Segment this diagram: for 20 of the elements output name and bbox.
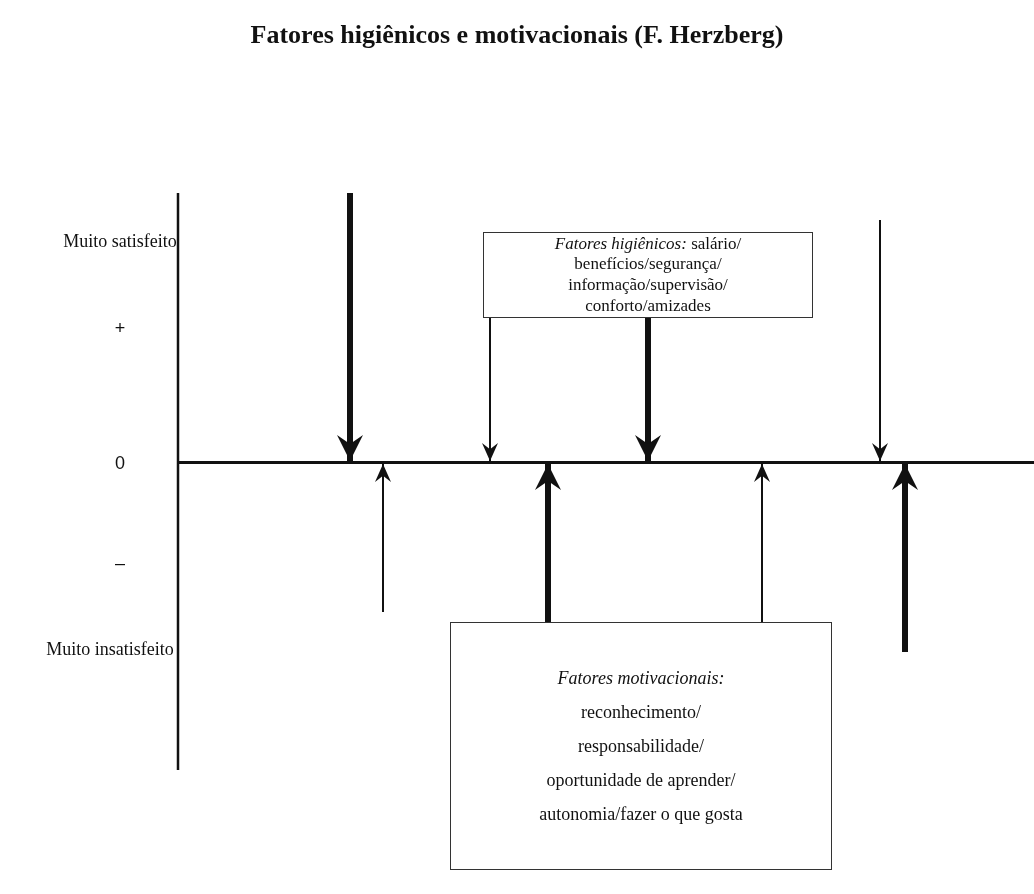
arrow bbox=[635, 318, 661, 461]
arrow bbox=[754, 463, 770, 623]
arrow bbox=[482, 317, 498, 462]
box-heading: Fatores motivacionais: bbox=[557, 666, 725, 690]
scale-sign: + bbox=[113, 317, 127, 340]
zero-line bbox=[178, 461, 1034, 464]
arrow bbox=[375, 463, 391, 613]
title: Fatores higiênicos e motivacionais (F. Herzberg) bbox=[249, 20, 785, 50]
arrow bbox=[872, 219, 888, 462]
box-text: Fatores higiênicos: salário/ benefícios/segurança/ informação/supervisão/ conforto/amizades bbox=[553, 233, 743, 317]
arrow bbox=[337, 193, 363, 461]
scale-sign: 0 bbox=[114, 452, 126, 475]
scale-label: Muito satisfeito bbox=[62, 230, 178, 253]
scale-label: Muito insatisfeito bbox=[45, 638, 175, 661]
text-box bbox=[450, 622, 832, 870]
scale-sign: – bbox=[114, 552, 126, 575]
arrow bbox=[892, 464, 918, 652]
arrow bbox=[535, 464, 561, 622]
text-box bbox=[483, 232, 813, 318]
box-text: reconhecimento/ responsabilidade/ oportunidade de aprender/ autonomia/fazer o que gosta bbox=[538, 700, 744, 827]
